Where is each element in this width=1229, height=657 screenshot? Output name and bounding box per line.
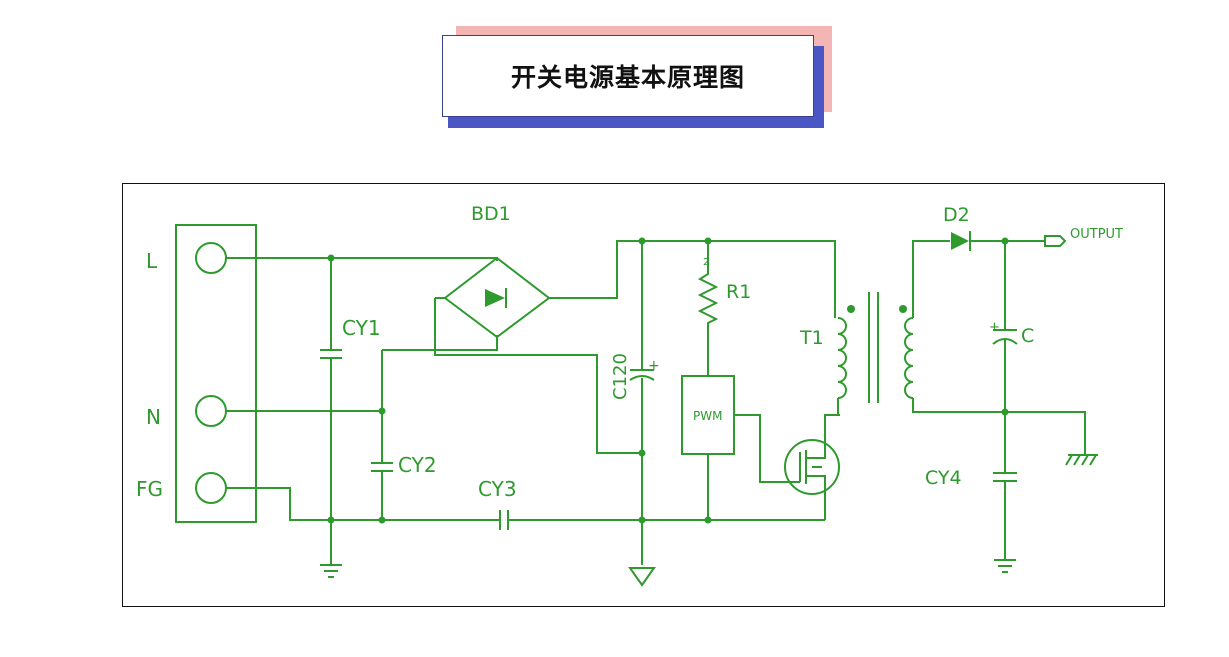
page-title: 开关电源基本原理图	[442, 35, 814, 117]
label-cy2: CY2	[398, 453, 437, 477]
cap-c120	[629, 241, 655, 565]
label-bd1: BD1	[471, 203, 511, 225]
title-banner: 开关电源基本原理图	[442, 26, 834, 130]
wire-fg	[226, 487, 825, 530]
label-d2: D2	[943, 204, 970, 226]
label-c: C	[1021, 325, 1034, 347]
cap-c	[992, 241, 1018, 412]
label-cy3: CY3	[478, 477, 517, 501]
label-pwm: PWM	[693, 409, 722, 423]
ground-left	[320, 564, 342, 578]
mosfet-q1	[784, 439, 840, 495]
output-connector	[1044, 235, 1067, 247]
diode-d2-icon	[951, 232, 969, 250]
transformer-core	[868, 292, 879, 403]
terminal-label-fg: FG	[136, 477, 163, 501]
r1-pin-label: 2	[703, 257, 709, 268]
label-c120: C120	[610, 353, 631, 400]
label-r1: R1	[726, 281, 751, 303]
terminal-label-l: L	[146, 249, 158, 273]
label-output: OUTPUT	[1070, 227, 1123, 242]
junction-dots	[327, 237, 1009, 524]
cap-cy2	[371, 335, 498, 520]
resistor-r1	[697, 241, 719, 377]
ground-triangle	[628, 567, 656, 587]
terminal-fg	[195, 472, 227, 504]
wire-pwm	[707, 414, 800, 520]
label-cy4: CY4	[925, 467, 962, 489]
cap-cy4	[993, 412, 1017, 573]
label-cy1: CY1	[342, 316, 381, 340]
transformer-primary	[834, 295, 847, 415]
bridge-bd1	[443, 256, 551, 339]
chassis-ground	[1065, 440, 1098, 466]
transformer-secondary	[904, 317, 1086, 440]
wire-secondary-out	[912, 240, 1045, 318]
wire-bridge-pos	[549, 240, 836, 299]
terminal-label-n: N	[146, 405, 161, 429]
primary-polarity-dot	[847, 305, 855, 313]
bridge-diode-icon	[485, 289, 505, 307]
circuit-frame	[122, 183, 1165, 607]
wire-bridge-neg	[434, 297, 642, 454]
terminal-block	[175, 224, 257, 523]
terminal-n	[195, 395, 227, 427]
c-plus: +	[989, 320, 1000, 335]
secondary-polarity-dot	[899, 305, 907, 313]
wire-l	[226, 257, 498, 261]
cap-cy1	[320, 258, 342, 565]
terminal-l	[195, 242, 227, 274]
c120-plus: +	[648, 358, 660, 374]
mosfet-leads	[799, 414, 840, 520]
label-t1: T1	[799, 327, 824, 349]
